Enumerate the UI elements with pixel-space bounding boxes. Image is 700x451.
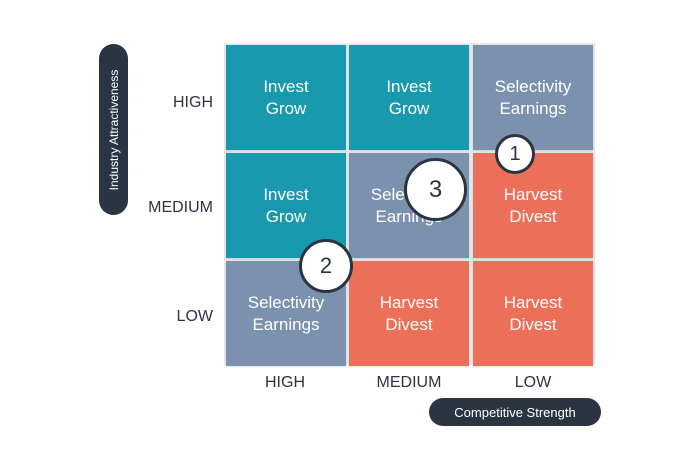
cell-strategy-line1: Invest [263,184,309,204]
cell-strategy-line2: Earnings [499,98,567,118]
row-label-low: LOW [176,308,213,325]
cell-high-high: Invest Grow [226,45,346,150]
cell-strategy-line2: Divest [385,314,433,334]
cell-strategy-line2: Grow [265,98,307,118]
cell-strategy-line2: Earnings [252,314,320,334]
cell-strategy-line1: Harvest [379,292,439,312]
column-label-medium: MEDIUM [376,374,442,391]
cell-strategy-line1: Invest [386,76,432,96]
y-axis-title-text: Industry Attractiveness [106,69,121,190]
cell-high-low: Selectivity Earnings [473,45,593,150]
cell-strategy-line1: Selectivity [494,76,572,96]
x-axis-title: Competitive Strength [429,398,601,426]
cell-strategy-line2: Divest [509,206,557,226]
y-axis-title: Industry Attractiveness [99,44,128,215]
row-label-high: HIGH [173,94,213,111]
cell-medium-low: Harvest Divest [473,153,593,258]
cell-strategy-line2: Grow [265,206,307,226]
marker-2: 2 [299,239,353,293]
cell-strategy-line1: Harvest [503,184,563,204]
cell-strategy-line1: Invest [263,76,309,96]
marker-1: 1 [495,134,535,174]
cell-strategy-line2: Divest [509,314,557,334]
cell-low-medium: Harvest Divest [349,261,469,366]
column-label-high: HIGH [265,374,305,391]
x-axis-title-text: Competitive Strength [454,404,576,420]
cell-strategy-line1: Harvest [503,292,563,312]
cell-high-medium: Invest Grow [349,45,469,150]
marker-3: 3 [404,158,467,221]
cell-strategy-line1: Selectivity [247,292,325,312]
cell-strategy-line2: Grow [388,98,430,118]
row-label-medium: MEDIUM [148,199,213,216]
column-label-low: LOW [514,374,552,391]
cell-low-low: Harvest Divest [473,261,593,366]
